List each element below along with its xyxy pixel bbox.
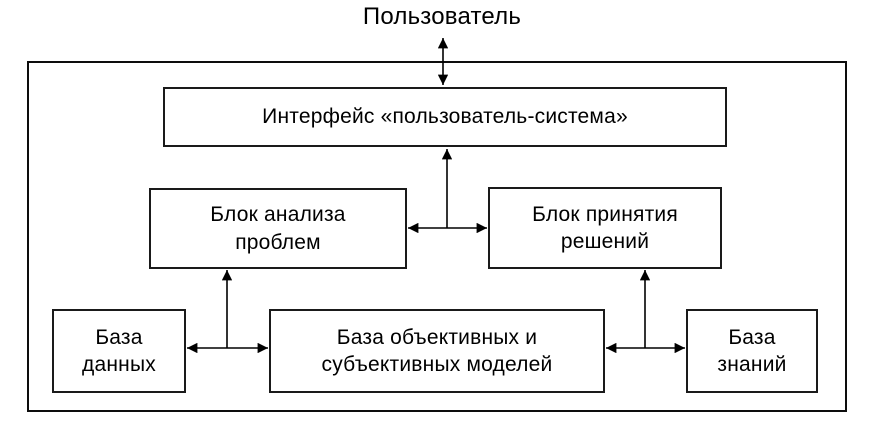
system-boundary-box <box>27 61 847 412</box>
user-label: Пользователь <box>362 3 522 30</box>
box-models-base: База объективных и субъективных моделей <box>269 309 605 393</box>
box-user-system-interface: Интерфейс «пользователь-система» <box>163 87 727 147</box>
box-decision-making: Блок принятия решений <box>488 187 722 269</box>
box-problem-analysis: Блок анализа проблем <box>149 188 407 269</box>
box-knowledge-base: База знаний <box>686 309 818 393</box>
box-database: База данных <box>52 309 186 393</box>
